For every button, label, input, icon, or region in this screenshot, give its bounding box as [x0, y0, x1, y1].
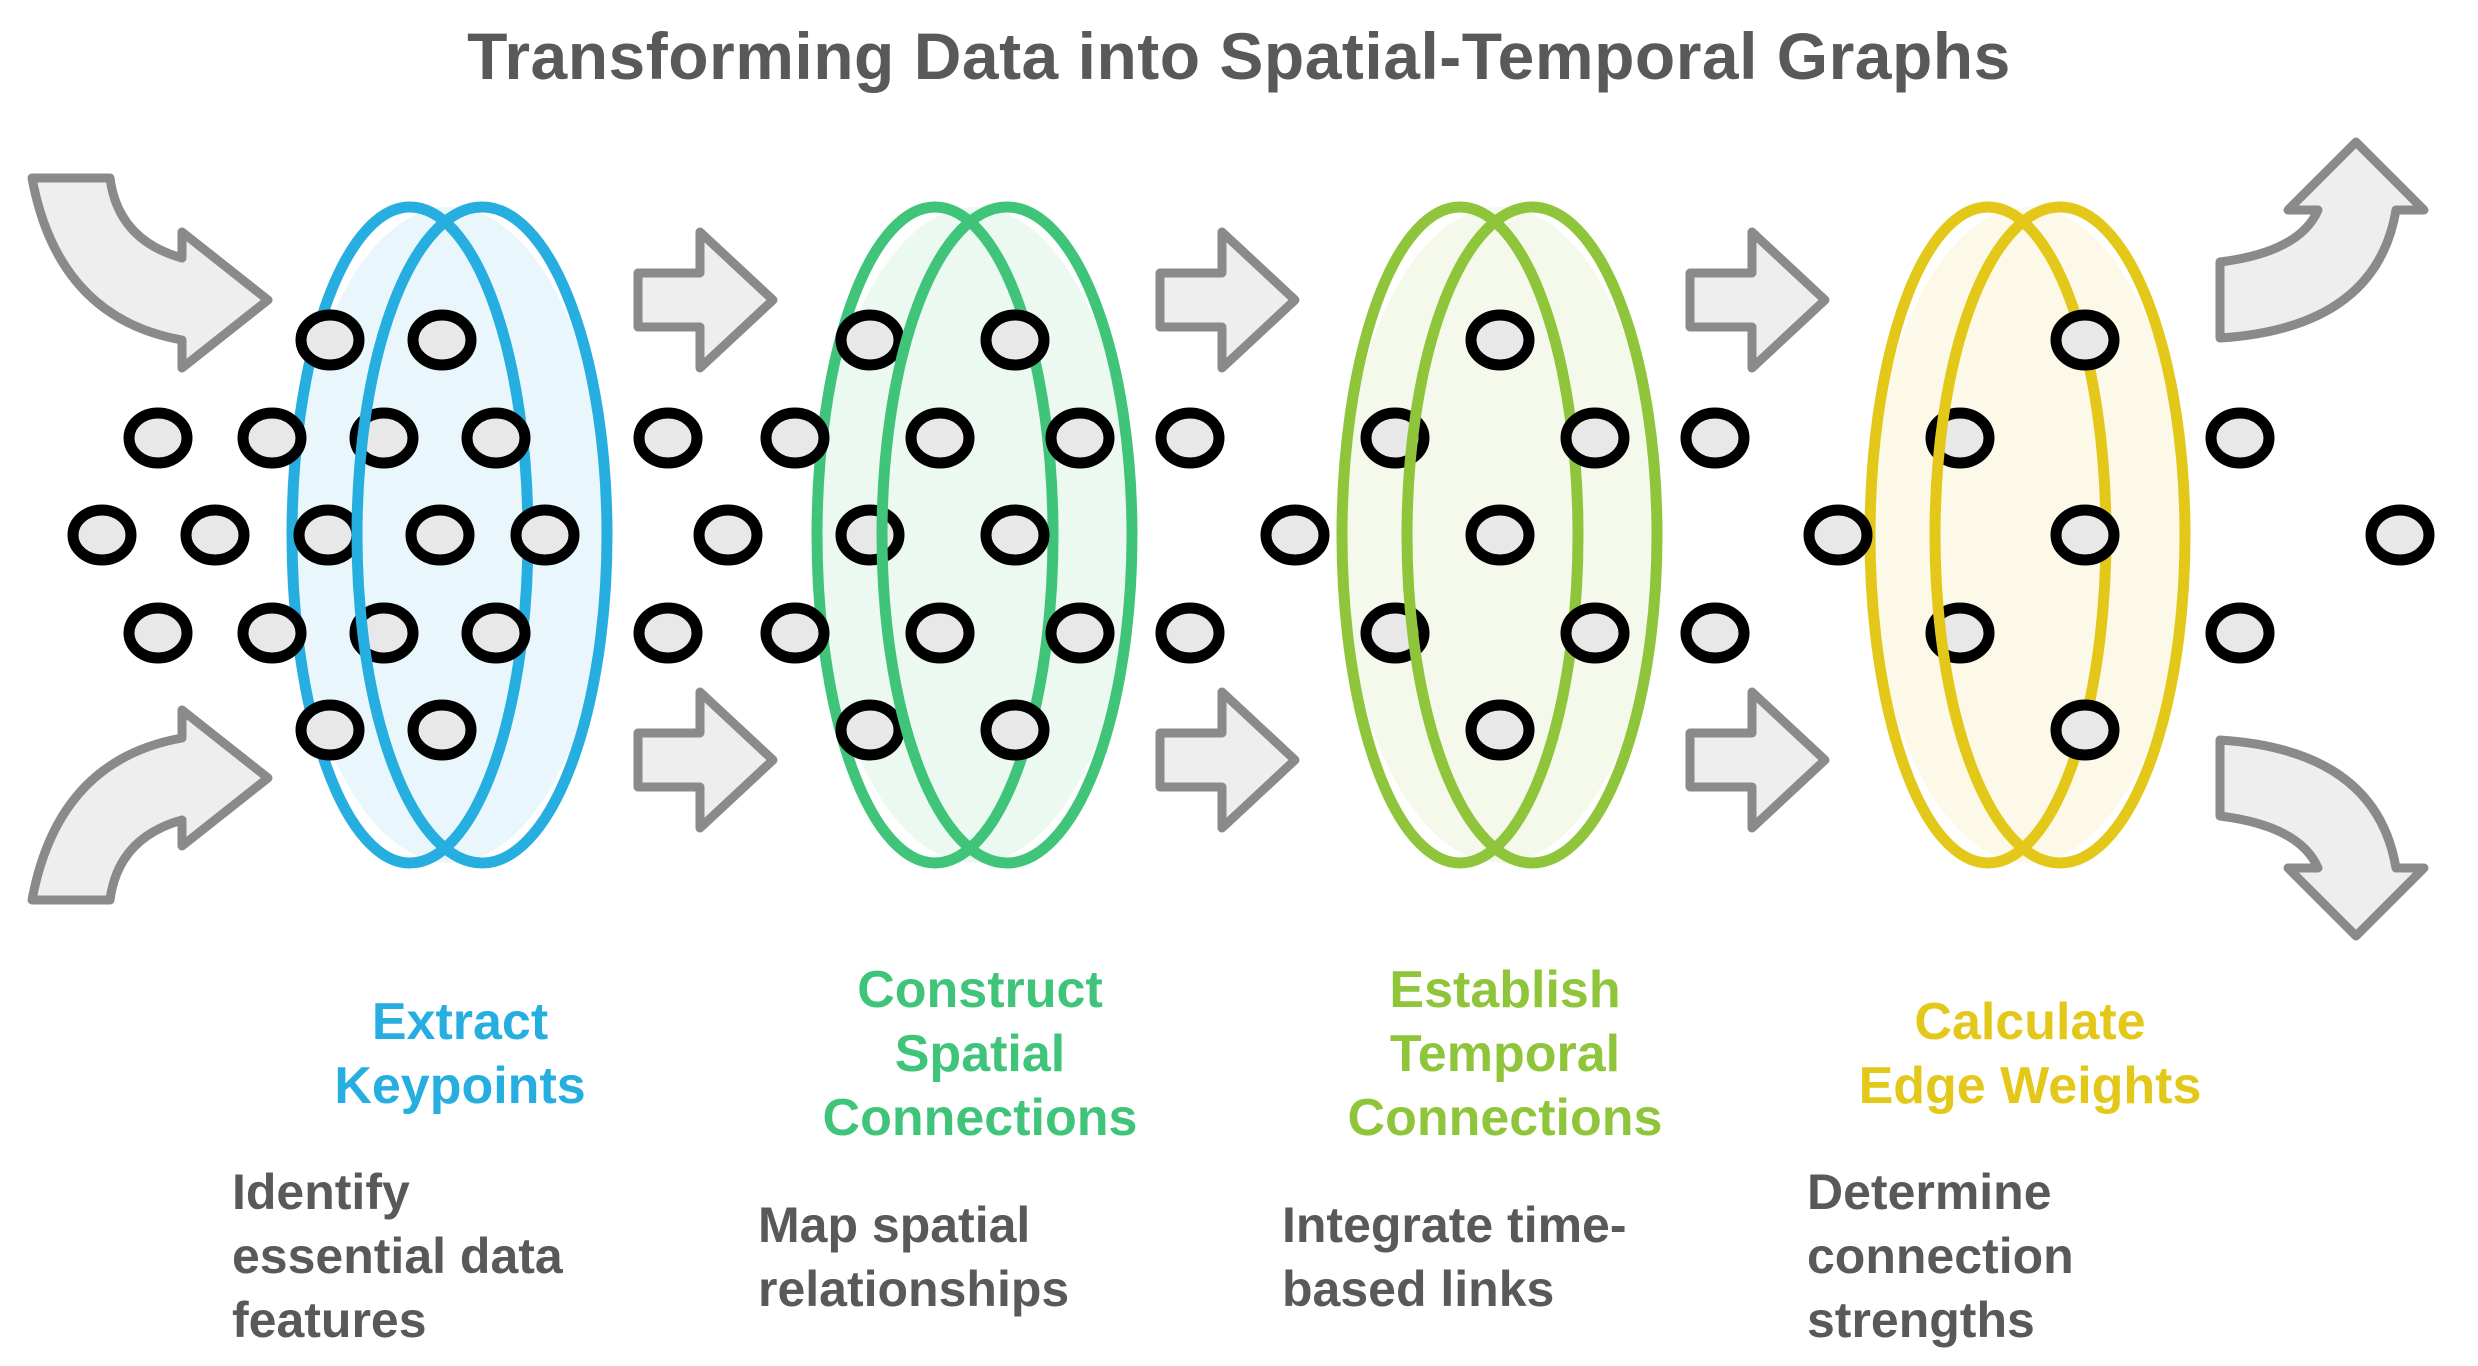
data-point-dot [2050, 504, 2120, 566]
data-point-dot [67, 504, 137, 566]
data-point-dot [1045, 602, 1115, 664]
lens-fill [1870, 207, 2186, 863]
data-point-dot [2365, 504, 2435, 566]
curved-arrow-icon [2215, 735, 2429, 941]
data-point-dot [1803, 504, 1873, 566]
right-arrow-icon [1155, 227, 1300, 373]
right-arrow-icon [633, 687, 778, 833]
data-point-dot [1465, 699, 1535, 761]
data-point-dot [633, 602, 703, 664]
data-point-dot [1045, 407, 1115, 469]
data-point-dot [980, 699, 1050, 761]
step-desc-establish-temporal: Integrate time- based links [1282, 1197, 1627, 1317]
data-point-dot [633, 407, 703, 469]
data-point-dot [1155, 407, 1225, 469]
step-title-calculate-weights: Calculate Edge Weights [1858, 993, 2202, 1115]
step-desc-extract-keypoints: Identify essential data features [232, 1164, 563, 1348]
data-point-dot [1465, 309, 1535, 371]
data-point-dot [760, 602, 830, 664]
data-point-dot [461, 602, 531, 664]
data-point-dot [1155, 602, 1225, 664]
step-title-construct-spatial: Construct Spatial Connections [822, 961, 1138, 1147]
data-point-dot [1560, 602, 1630, 664]
data-point-dot [693, 504, 763, 566]
right-arrow-icon [1155, 687, 1300, 833]
data-point-dot [2205, 407, 2275, 469]
data-point-dot [835, 504, 905, 566]
right-arrow-icon [1685, 687, 1830, 833]
data-point-dot [295, 309, 365, 371]
data-point-dot [2205, 602, 2275, 664]
data-point-dot [835, 309, 905, 371]
data-point-dot [180, 504, 250, 566]
step-desc-calculate-weights: Determine connection strengths [1807, 1164, 2074, 1348]
data-point-dot [1680, 407, 1750, 469]
right-arrow-icon [633, 227, 778, 373]
data-point-dot [123, 407, 193, 469]
data-point-dot [980, 504, 1050, 566]
data-point-dot [835, 699, 905, 761]
data-point-dot [295, 699, 365, 761]
data-point-dot [2050, 699, 2120, 761]
process-diagram [27, 137, 2435, 941]
step-title-establish-temporal: Establish Temporal Connections [1347, 961, 1663, 1147]
data-point-dot [123, 602, 193, 664]
arrow-layer [27, 137, 2429, 941]
data-point-dot [905, 602, 975, 664]
curved-arrow-icon [27, 705, 273, 905]
curved-arrow-icon [27, 173, 273, 373]
data-point-dot [1260, 504, 1330, 566]
data-point-dot [2050, 309, 2120, 371]
data-point-dot [237, 407, 307, 469]
step-desc-construct-spatial: Map spatial relationships [758, 1197, 1070, 1317]
lens-front-layer [351, 201, 2191, 869]
step-title-extract-keypoints: Extract Keypoints [334, 993, 586, 1115]
diagram-title: Transforming Data into Spatial-Temporal … [467, 19, 2011, 93]
data-point-dot [461, 407, 531, 469]
data-point-dot [1560, 407, 1630, 469]
data-point-dot [1680, 602, 1750, 664]
curved-arrow-icon [2215, 137, 2429, 343]
data-point-dot [407, 699, 477, 761]
lens-rim-front [876, 201, 1138, 869]
lens-rim-front [351, 201, 613, 869]
data-point-dot [237, 602, 307, 664]
dot-layer [67, 309, 2435, 761]
data-point-dot [510, 504, 580, 566]
lens-rim-back [1336, 201, 1584, 869]
right-arrow-icon [1685, 227, 1830, 373]
data-point-dot [407, 309, 477, 371]
lens-rim-back [811, 201, 1059, 869]
lens-rim-front [1929, 201, 2191, 869]
lens-rim-front [1401, 201, 1663, 869]
data-point-dot [1465, 504, 1535, 566]
data-point-dot [905, 407, 975, 469]
data-point-dot [760, 407, 830, 469]
data-point-dot [405, 504, 475, 566]
data-point-dot [293, 504, 363, 566]
data-point-dot [980, 309, 1050, 371]
